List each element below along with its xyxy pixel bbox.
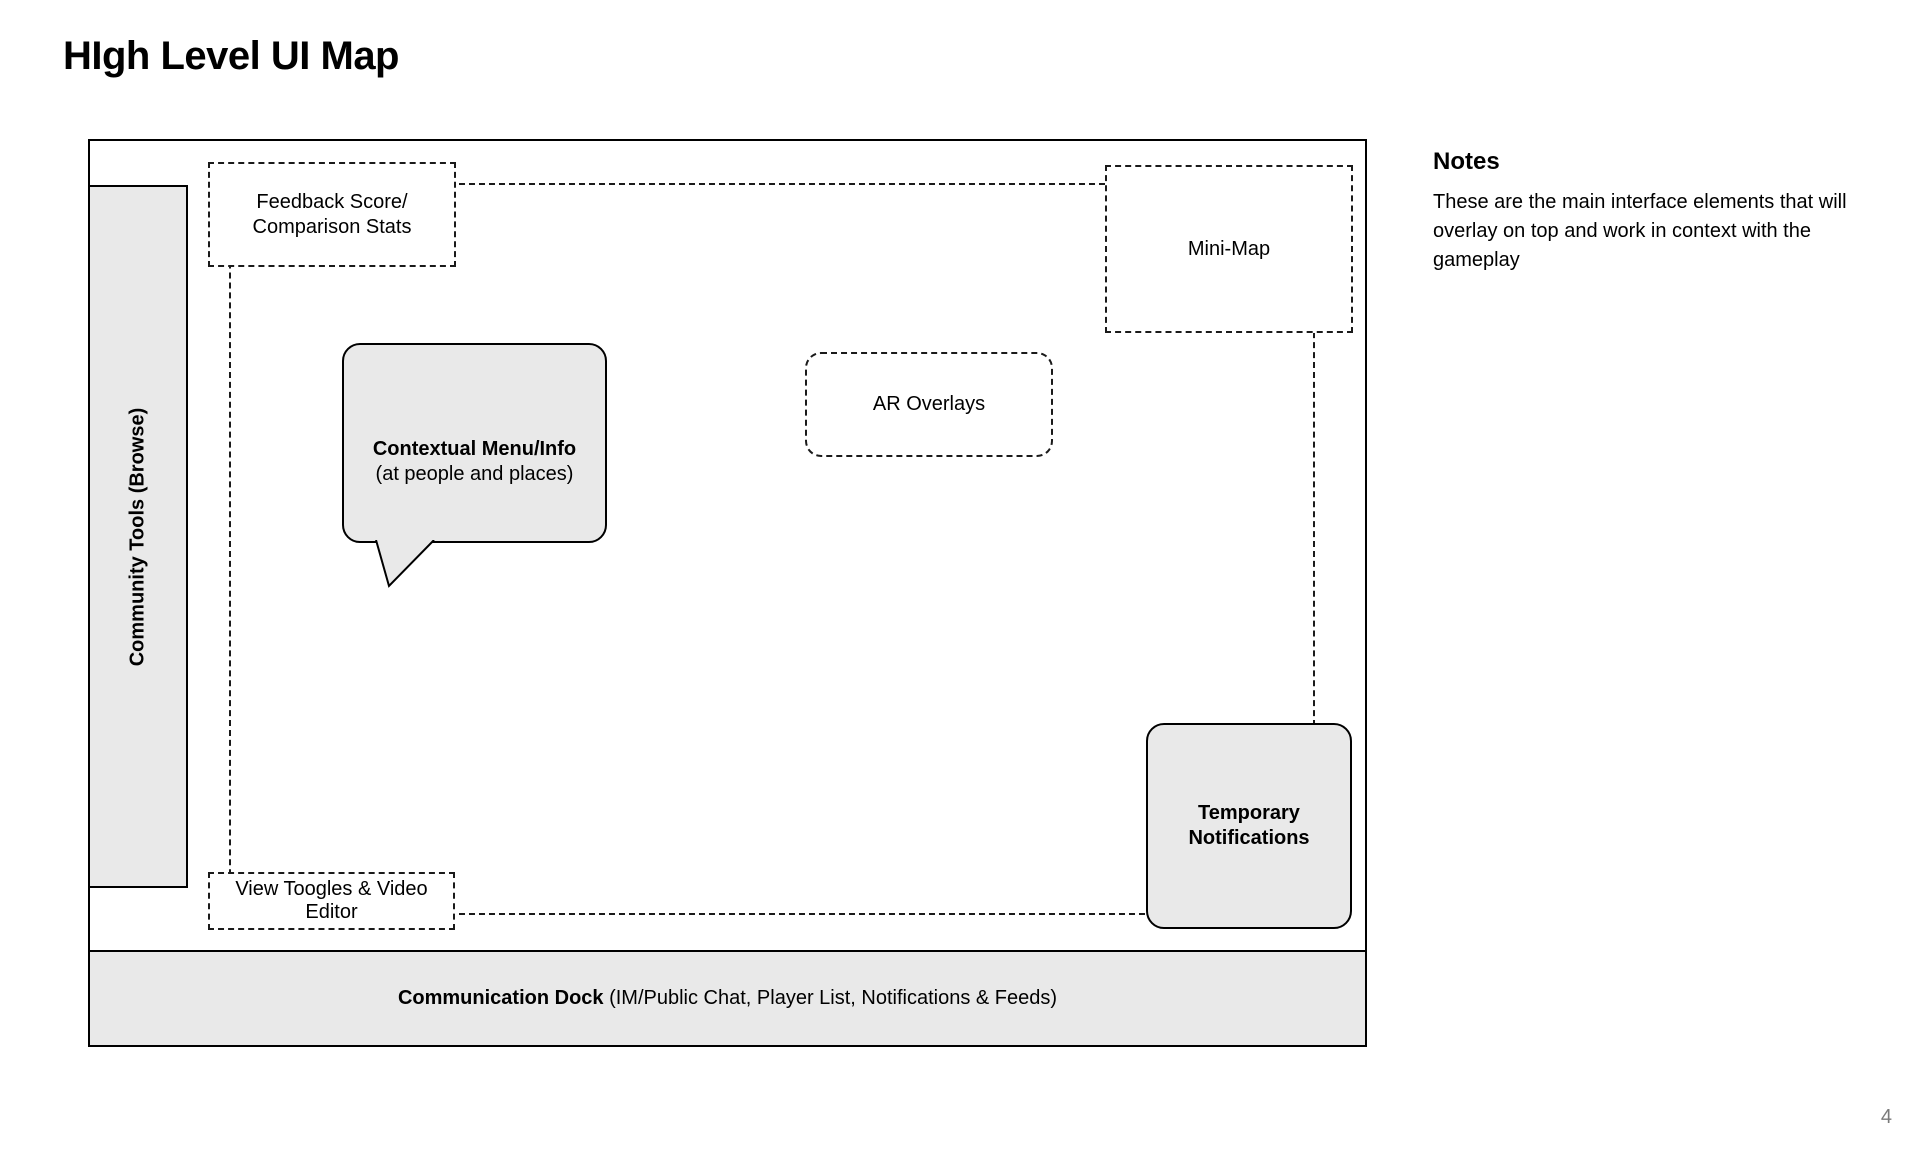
contextual-menu-line1: Contextual Menu/Info	[372, 438, 577, 460]
temporary-notifications-box: Temporary Notifications	[1146, 723, 1352, 929]
notes-heading: Notes	[1433, 148, 1500, 175]
mini-map-box: Mini-Map	[1105, 165, 1353, 333]
notes-body: These are the main interface elements th…	[1433, 191, 1847, 271]
ar-overlays-label: AR Overlays	[872, 393, 986, 415]
view-toggles-line1: View Toogles & Video	[235, 878, 428, 900]
contextual-menu-line2: (at people and places)	[375, 463, 574, 485]
communication-dock-title: Communication Dock	[397, 987, 604, 1009]
temporary-notifications-line2: Notifications	[1188, 827, 1310, 849]
temporary-notifications-line1: Temporary	[1198, 802, 1300, 824]
communication-dock-bar: Communication Dock (IM/Public Chat, Play…	[88, 950, 1367, 1047]
feedback-stats-line2: Comparison Stats	[252, 215, 412, 238]
view-toggles-line2: Editor	[305, 901, 358, 923]
feedback-stats-box: Feedback Score/ Comparison Stats	[208, 162, 456, 267]
hud-dashed-region	[229, 183, 1315, 915]
community-tools-panel: Community Tools (Browse)	[88, 185, 188, 888]
communication-dock-detail: (IM/Public Chat, Player List, Notificati…	[603, 987, 1058, 1009]
page-number: 4	[1880, 1106, 1892, 1128]
community-tools-label: Community Tools (Browse)	[126, 407, 149, 666]
mini-map-label: Mini-Map	[1187, 237, 1271, 260]
view-toggles-box: View Toogles & Video Editor	[208, 872, 455, 930]
speech-bubble-tail	[375, 540, 435, 588]
feedback-stats-line1: Feedback Score/	[256, 190, 408, 213]
ar-overlays-box: AR Overlays	[805, 352, 1053, 457]
page-title: HIgh Level UI Map	[63, 34, 400, 78]
contextual-menu-bubble: Contextual Menu/Info (at people and plac…	[342, 343, 607, 543]
